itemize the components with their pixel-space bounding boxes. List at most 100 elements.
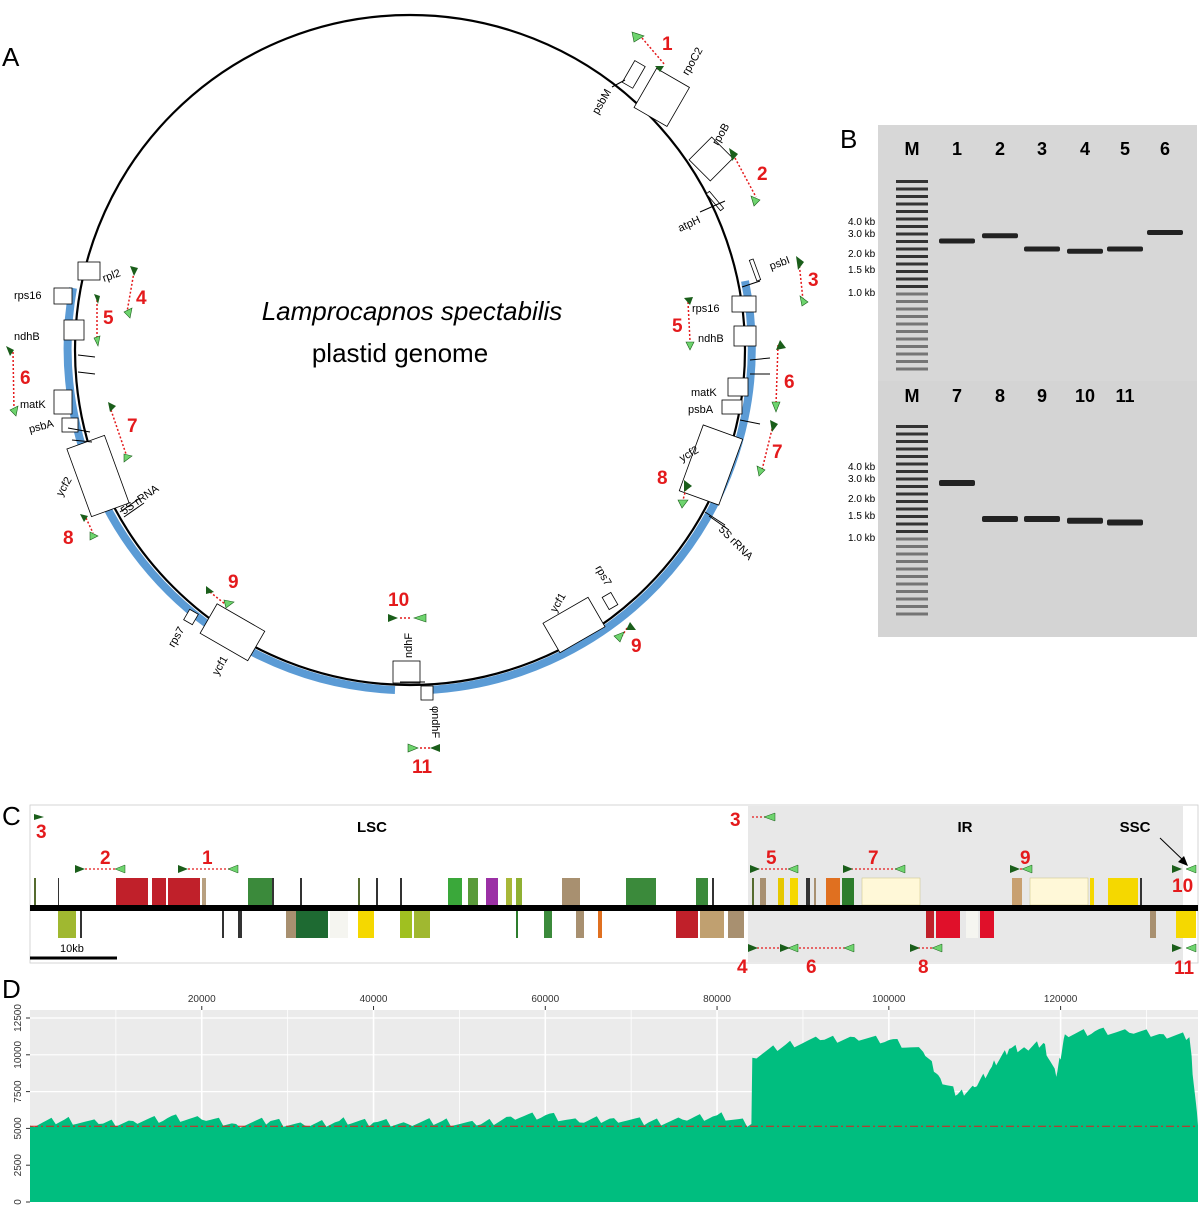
- gene-label: rps16: [14, 290, 42, 302]
- gene-block: [696, 878, 708, 905]
- gel-lane-label: 8: [995, 386, 1005, 406]
- gene-block: [202, 878, 206, 905]
- svg-text:4: 4: [737, 957, 748, 978]
- x-tick-label: 20000: [188, 994, 216, 1005]
- gene-block: [34, 878, 36, 905]
- gel-band: [939, 238, 975, 244]
- ladder-band: [896, 567, 928, 571]
- ladder-band: [896, 202, 928, 206]
- gene-label: rpl2: [101, 267, 122, 285]
- svg-text:10: 10: [388, 590, 409, 611]
- y-tick-label: 2500: [13, 1154, 24, 1177]
- ladder-band: [896, 217, 928, 221]
- svg-text:7: 7: [772, 442, 783, 463]
- marker-label: 1.0 kb: [848, 288, 876, 299]
- ladder-band: [896, 240, 928, 243]
- svg-text:7: 7: [868, 848, 879, 869]
- gene-block: [814, 878, 816, 905]
- gene-label: ndhB: [14, 331, 40, 343]
- gene-block: [506, 878, 512, 905]
- gel-lane-label: 11: [1115, 386, 1134, 406]
- gene-block: [1140, 878, 1142, 905]
- gene-block: [544, 911, 552, 938]
- ladder-band: [896, 292, 928, 296]
- ladder-band: [896, 447, 928, 451]
- map-title-sub: plastid genome: [312, 338, 488, 368]
- svg-text:6: 6: [20, 368, 31, 389]
- region-label-lsc: LSC: [357, 819, 387, 836]
- gel-band: [1067, 248, 1103, 254]
- gene-block: [626, 878, 656, 905]
- gene-label: 5S rRNA: [716, 524, 756, 564]
- gel-lane-label: M: [905, 139, 920, 159]
- ladder-band: [896, 590, 928, 593]
- gene-block: [842, 878, 854, 905]
- gene-block: [286, 911, 296, 938]
- ladder-band: [896, 352, 928, 356]
- gene-block: [58, 911, 76, 938]
- gene-block: [728, 911, 744, 938]
- genome-circle: [73, 13, 747, 687]
- gene-block: [1108, 878, 1138, 905]
- genome-backbone: [30, 905, 1198, 911]
- gel-band: [982, 233, 1018, 239]
- x-tick-label: 100000: [872, 994, 906, 1005]
- ir-arc-left: [63, 287, 396, 694]
- y-tick-label: 10000: [13, 1040, 24, 1068]
- ladder-band: [896, 232, 928, 236]
- svg-text:3: 3: [36, 822, 47, 843]
- svg-text:9: 9: [1020, 848, 1031, 869]
- gel-lane-label: 2: [995, 139, 1005, 159]
- svg-text:11: 11: [1174, 958, 1195, 979]
- ladder-band: [896, 307, 928, 311]
- x-tick-label: 120000: [1044, 994, 1078, 1005]
- primer-arrows: [6, 31, 809, 753]
- ladder-band: [896, 285, 928, 288]
- primer-links: [12, 37, 804, 749]
- ladder-band: [896, 277, 928, 281]
- gene-block: [576, 911, 584, 938]
- gene-block: [468, 878, 478, 905]
- svg-text:3: 3: [808, 270, 819, 291]
- ladder-band: [896, 432, 928, 436]
- marker-label: 1.5 kb: [848, 265, 876, 276]
- svg-text:4: 4: [136, 288, 147, 309]
- gel-ladders: [896, 180, 928, 616]
- gene-block: [936, 911, 960, 938]
- ladder-band: [896, 187, 928, 191]
- ladder-band: [896, 225, 928, 228]
- ladder-band: [896, 455, 928, 458]
- ladder-band: [896, 597, 928, 601]
- gene-block: [760, 878, 766, 905]
- gene-block: [248, 878, 272, 905]
- gel-marker-labels: 4.0 kb 3.0 kb 2.0 kb 1.5 kb 1.0 kb 4.0 k…: [848, 217, 876, 544]
- ladder-band: [896, 612, 928, 616]
- gene-block: [676, 911, 698, 938]
- linear-primer-numbers: 3 2 1 3 5 7 9 10 4 6 8 11: [36, 810, 1195, 979]
- gene-block: [1012, 878, 1022, 905]
- svg-text:3: 3: [730, 810, 741, 831]
- ladder-band: [896, 477, 928, 481]
- y-tick-label: 12500: [13, 1004, 24, 1032]
- gene-block: [966, 911, 978, 938]
- gene-block: [1176, 911, 1196, 938]
- gel-band: [1024, 515, 1060, 522]
- gene-block: [486, 878, 498, 905]
- ladder-band: [896, 575, 928, 578]
- ladder-band: [896, 462, 928, 466]
- gene-label: psbM: [590, 87, 614, 116]
- svg-text:6: 6: [784, 372, 795, 393]
- gene-label: φndhF: [429, 706, 441, 738]
- ladder-band: [896, 315, 928, 318]
- gene-block: [58, 878, 59, 905]
- gel-lane-label: 5: [1120, 139, 1130, 159]
- y-tick-label: 0: [13, 1199, 24, 1205]
- gene-label: rpoC2: [680, 46, 705, 78]
- marker-label: 1.5 kb: [848, 511, 876, 522]
- gel-lane-label: 10: [1075, 386, 1095, 406]
- svg-text:8: 8: [657, 468, 668, 489]
